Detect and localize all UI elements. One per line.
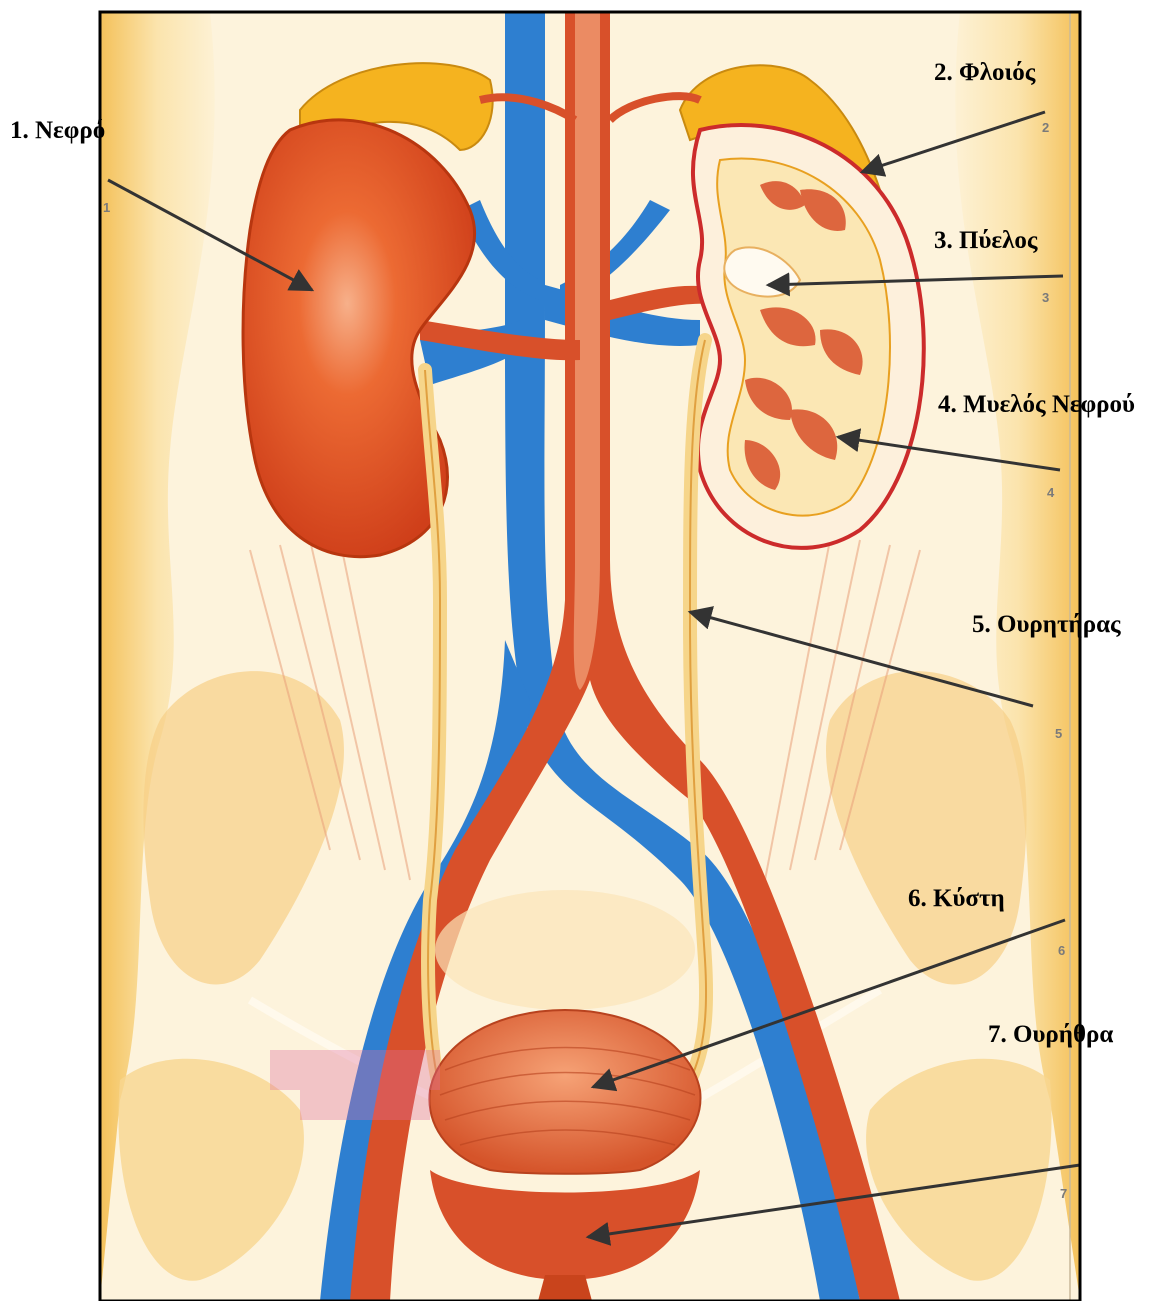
plate-number-2: 2 [1042,120,1049,135]
label-bladder: 6. Κύστη [908,886,1005,911]
bladder-peritoneum [435,890,695,1010]
plate-number-7: 7 [1060,1186,1067,1201]
label-kidney: 1. Νεφρό [10,118,105,143]
label-pelvis: 3. Πύελος [934,228,1037,253]
urethra [538,1275,592,1301]
plate-number-5: 5 [1055,726,1062,741]
plate-number-6: 6 [1058,943,1065,958]
label-urethra: 7. Ουρήθρα [988,1022,1113,1047]
plate-number-4: 4 [1047,485,1055,500]
label-medulla: 4. Μυελός Νεφρού [938,392,1135,417]
plate-number-1: 1 [103,200,110,215]
urinary-bladder [429,1010,700,1174]
label-ureter: 5. Ουρητήρας [972,612,1121,637]
label-cortex: 2. Φλοιός [934,60,1035,85]
plate-number-3: 3 [1042,290,1049,305]
